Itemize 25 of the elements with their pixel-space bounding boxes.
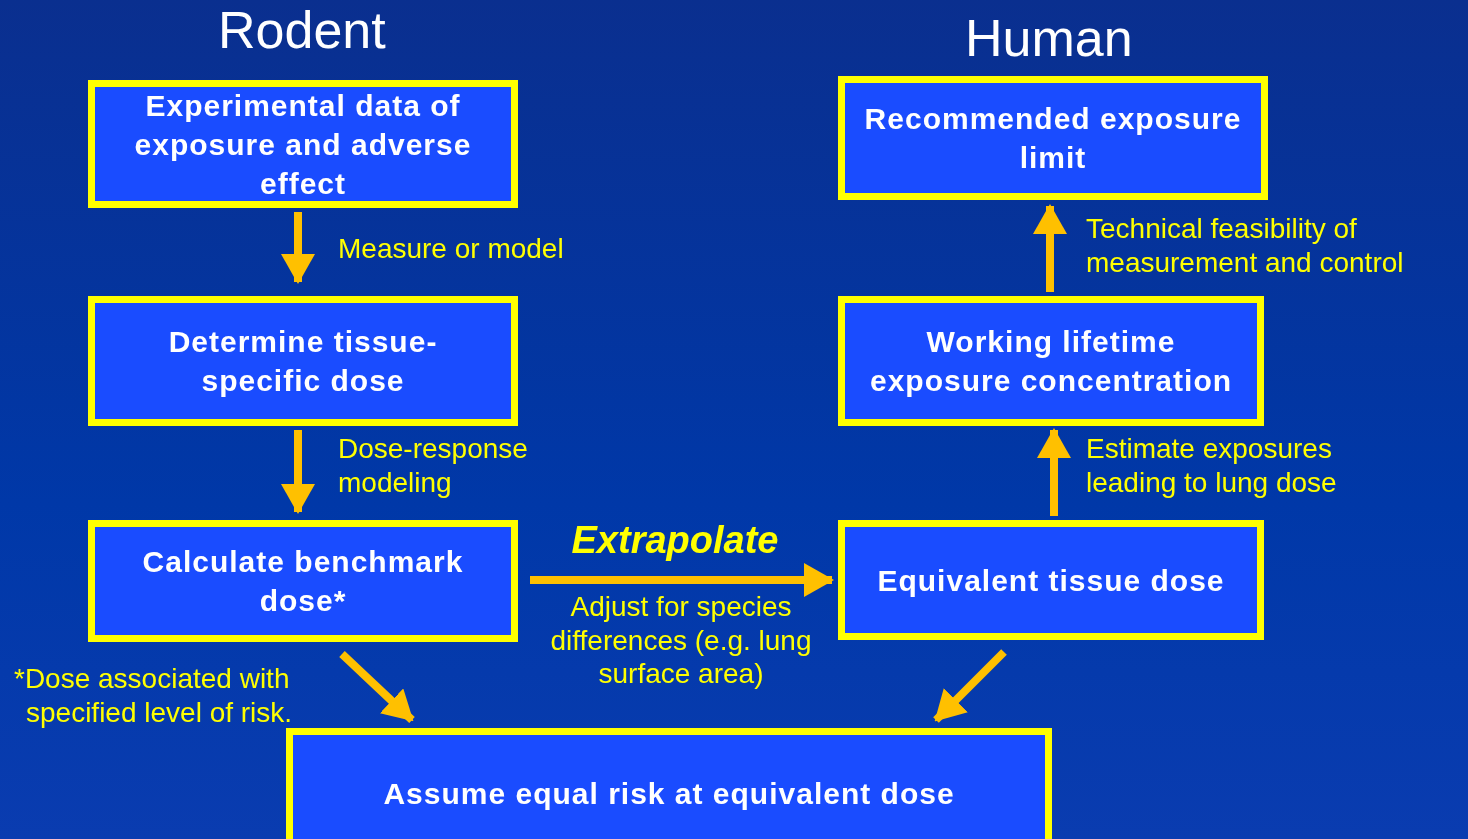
- process-box: [838, 76, 1268, 200]
- edge-label: Estimate exposures leading to lung dose: [1086, 432, 1338, 500]
- edge-label: Technical feasibility of measurement and control: [1086, 212, 1405, 280]
- box-text: Assume equal risk at equivalent dose: [383, 775, 955, 812]
- box-text: Determine tissue-specific dose: [167, 324, 439, 399]
- heading: Human: [965, 8, 1134, 68]
- process-box: [838, 520, 1264, 640]
- process-box: [286, 728, 1052, 839]
- edge-label: Extrapolate: [570, 518, 780, 563]
- process-box: [88, 296, 518, 426]
- process-box: [88, 520, 518, 642]
- annotation-text: Adjust for species differences (e.g. lung surface area): [549, 590, 813, 691]
- box-text: Recommended exposure limit: [863, 101, 1243, 176]
- arrow: [339, 651, 415, 723]
- box-text: Equivalent tissue dose: [877, 562, 1225, 599]
- heading: Rodent: [218, 0, 387, 60]
- process-box: [838, 296, 1264, 426]
- box-text: Calculate benchmark dose*: [141, 544, 465, 619]
- footnote-text: *Dose associated with specified level of risk.: [14, 662, 294, 730]
- edge-label: Measure or model: [338, 232, 565, 266]
- arrow: [933, 649, 1007, 723]
- box-text: Experimental data of exposure and adverse effect: [133, 87, 473, 202]
- box-text: Working lifetime exposure concentration: [868, 324, 1234, 399]
- edge-label: Dose-response modeling: [338, 432, 529, 500]
- process-box: [88, 80, 518, 208]
